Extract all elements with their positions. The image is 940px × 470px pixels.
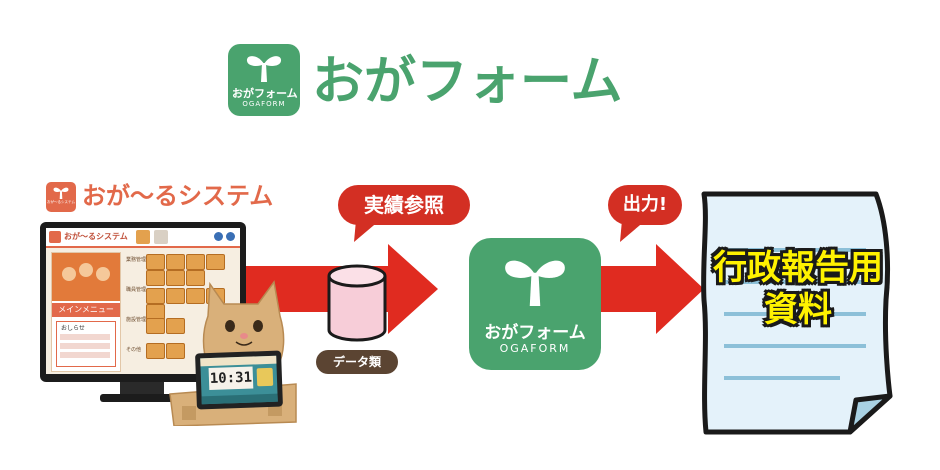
menu-button[interactable]: [166, 343, 185, 359]
sprout-icon: [505, 260, 565, 306]
menu-button[interactable]: [146, 288, 165, 304]
menu-button[interactable]: [146, 343, 165, 359]
menu-button[interactable]: [146, 318, 165, 334]
center-app-label: おがフォーム: [484, 323, 586, 343]
arrow-right-icon: [598, 244, 704, 334]
menu-button[interactable]: [166, 254, 185, 270]
tablet-clock: 10:31: [208, 366, 254, 391]
menu-button[interactable]: [186, 288, 205, 304]
document-title-line1: 行政報告用: [713, 248, 883, 288]
tablet-icon: 10:31: [195, 350, 283, 410]
system-badge-text: おが～るシステム: [47, 200, 75, 204]
header-logo-en: OGAFORM: [242, 100, 286, 108]
main-menu-panel: メインメニュー おしらせ: [51, 252, 121, 372]
sprout-icon: [53, 187, 69, 199]
sprout-icon: [246, 56, 282, 82]
tablet-screen: 10:31: [200, 355, 278, 405]
notice-heading: おしらせ: [61, 325, 85, 332]
menu-button[interactable]: [146, 270, 165, 286]
menu-button[interactable]: [166, 288, 185, 304]
system-badge-icon: おが～るシステム: [46, 182, 76, 212]
section-label: その他: [126, 347, 142, 353]
section-label: 施設管理: [126, 317, 147, 323]
callout-tail: [354, 220, 380, 242]
section-label: 職員管理: [126, 287, 147, 293]
menu-button[interactable]: [186, 270, 205, 286]
screen-header-badge: [136, 230, 150, 244]
screen-header-dot[interactable]: [214, 232, 223, 241]
header-logo-jp: おがフォーム: [232, 87, 298, 100]
menu-button[interactable]: [186, 254, 205, 270]
screen-header: おが～るシステム: [46, 228, 240, 248]
output-callout: 出力!: [608, 185, 682, 225]
data-label: データ類: [316, 350, 398, 374]
notice-box: おしらせ: [56, 321, 116, 367]
header-logo-icon: おがフォーム OGAFORM: [228, 44, 300, 116]
menu-button[interactable]: [206, 254, 225, 270]
center-app-icon: おがフォーム OGAFORM: [469, 238, 601, 370]
lookup-callout: 実績参照: [338, 185, 470, 225]
main-menu-illustration: [52, 253, 120, 301]
monitor-screen: おが～るシステム メインメニュー おしらせ 業務管理 職員管理 施設管理: [46, 228, 240, 374]
screen-logo-icon: [49, 231, 61, 243]
menu-button[interactable]: [166, 318, 185, 334]
system-title: おが～るシステム: [82, 182, 274, 210]
screen-header-badge: [154, 230, 168, 244]
callout-tail: [620, 220, 646, 242]
section-label: 業務管理: [126, 257, 147, 263]
screen-header-dot[interactable]: [226, 232, 235, 241]
main-menu-label[interactable]: メインメニュー: [52, 303, 120, 317]
output-callout-text: 出力!: [622, 194, 668, 215]
screen-header-title: おが～るシステム: [64, 232, 128, 241]
document-title-line2: 資料: [764, 290, 832, 330]
center-app-label-en: OGAFORM: [499, 342, 571, 355]
document-icon: [701, 191, 893, 435]
monitor-base: [100, 394, 190, 402]
lookup-callout-text: 実績参照: [364, 193, 444, 217]
menu-button[interactable]: [166, 270, 185, 286]
menu-button[interactable]: [146, 254, 165, 270]
monitor-stand: [120, 382, 164, 396]
database-icon: [327, 264, 387, 342]
page-title: おがフォーム: [312, 52, 623, 112]
